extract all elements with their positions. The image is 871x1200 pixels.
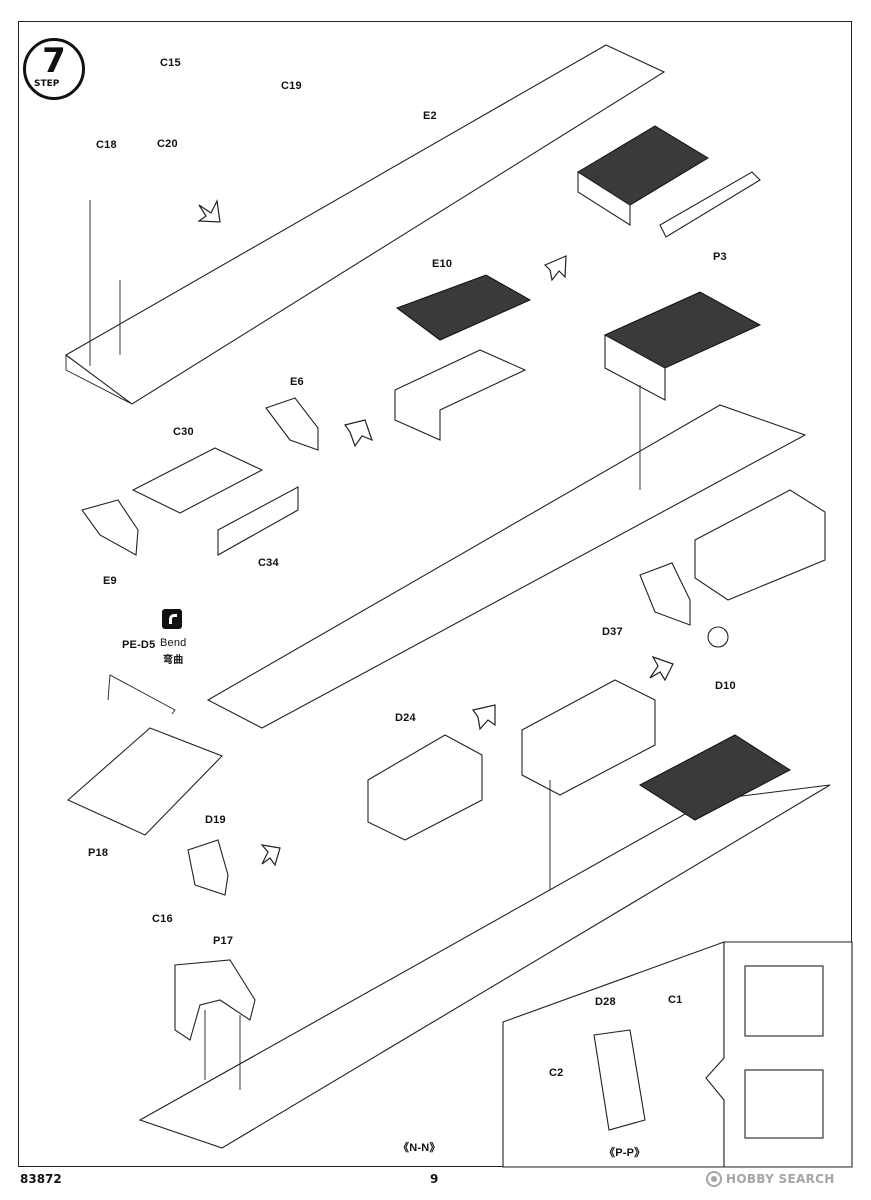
e6-part: [265, 397, 319, 451]
label-p17: P17: [213, 935, 234, 947]
label-c18: C18: [96, 139, 117, 151]
direction-arrow: [260, 844, 281, 867]
direction-arrow: [471, 704, 496, 731]
label-d10: D10: [715, 680, 736, 692]
product-code: 83872: [20, 1172, 62, 1186]
page-number: 9: [430, 1172, 439, 1186]
label-e9: E9: [103, 575, 117, 587]
label-c15: C15: [160, 57, 181, 69]
label-d19: D19: [205, 814, 226, 826]
label-e2: E2: [423, 110, 437, 122]
p3-plate: [659, 171, 761, 238]
label-c20: C20: [157, 138, 178, 150]
direction-arrow: [343, 419, 374, 448]
label-c16: C16: [152, 913, 173, 925]
lower-hull-strip: [138, 784, 831, 1149]
nn-view-bottom: [744, 1069, 824, 1139]
direction-arrow: [543, 255, 567, 282]
hobbysearch-logo: [706, 1171, 722, 1187]
step-badge: 7 STEP: [23, 38, 85, 100]
label-d28: D28: [595, 996, 616, 1008]
p17-part: [174, 959, 256, 1041]
middle-hull-strip: [206, 404, 807, 729]
section-pp-label: 《P-P》: [604, 1147, 646, 1159]
c34-plate: [217, 486, 299, 556]
label-c2: C2: [549, 1067, 564, 1079]
bend-label-zh: 弯曲: [163, 655, 184, 666]
label-d37: D37: [602, 626, 623, 638]
direction-arrow: [649, 655, 674, 682]
bend-icon: [162, 609, 182, 629]
d37-plate: [639, 562, 691, 626]
lower-grill: [639, 734, 791, 821]
large-box: [521, 679, 656, 796]
section-nn-label: 《N-N》: [398, 1142, 441, 1154]
label-c30: C30: [173, 426, 194, 438]
d19-plate: [187, 839, 229, 896]
e10-box: [394, 349, 527, 441]
d28-plate: [593, 1029, 646, 1131]
p18-part: [66, 727, 223, 836]
label-pe-d5: PE-D5: [122, 639, 156, 651]
e10-grill: [395, 274, 532, 341]
label-c1: C1: [668, 994, 683, 1006]
watermark-text: HOBBY SEARCH: [726, 1172, 835, 1186]
instruction-frame: [18, 21, 852, 1167]
c30-plate: [131, 447, 264, 514]
d10-wheel: [707, 626, 729, 648]
step-word: STEP: [34, 79, 60, 89]
label-c19: C19: [281, 80, 302, 92]
label-d24: D24: [395, 712, 416, 724]
rear-box: [694, 489, 826, 601]
e9-part: [81, 499, 139, 556]
d24-box: [367, 734, 483, 841]
label-p18: P18: [88, 847, 109, 859]
label-e10: E10: [432, 258, 453, 270]
pe-d5-part: [107, 674, 176, 715]
direction-arrow: [197, 199, 221, 223]
watermark: HOBBY SEARCH: [706, 1170, 835, 1188]
e2-deck-strip: [64, 44, 666, 405]
label-c34: C34: [258, 557, 279, 569]
bend-label: Bend: [160, 637, 187, 649]
label-e6: E6: [290, 376, 304, 388]
step-number: 7: [42, 41, 66, 81]
label-p3: P3: [713, 251, 727, 263]
nn-view-top: [744, 965, 824, 1037]
